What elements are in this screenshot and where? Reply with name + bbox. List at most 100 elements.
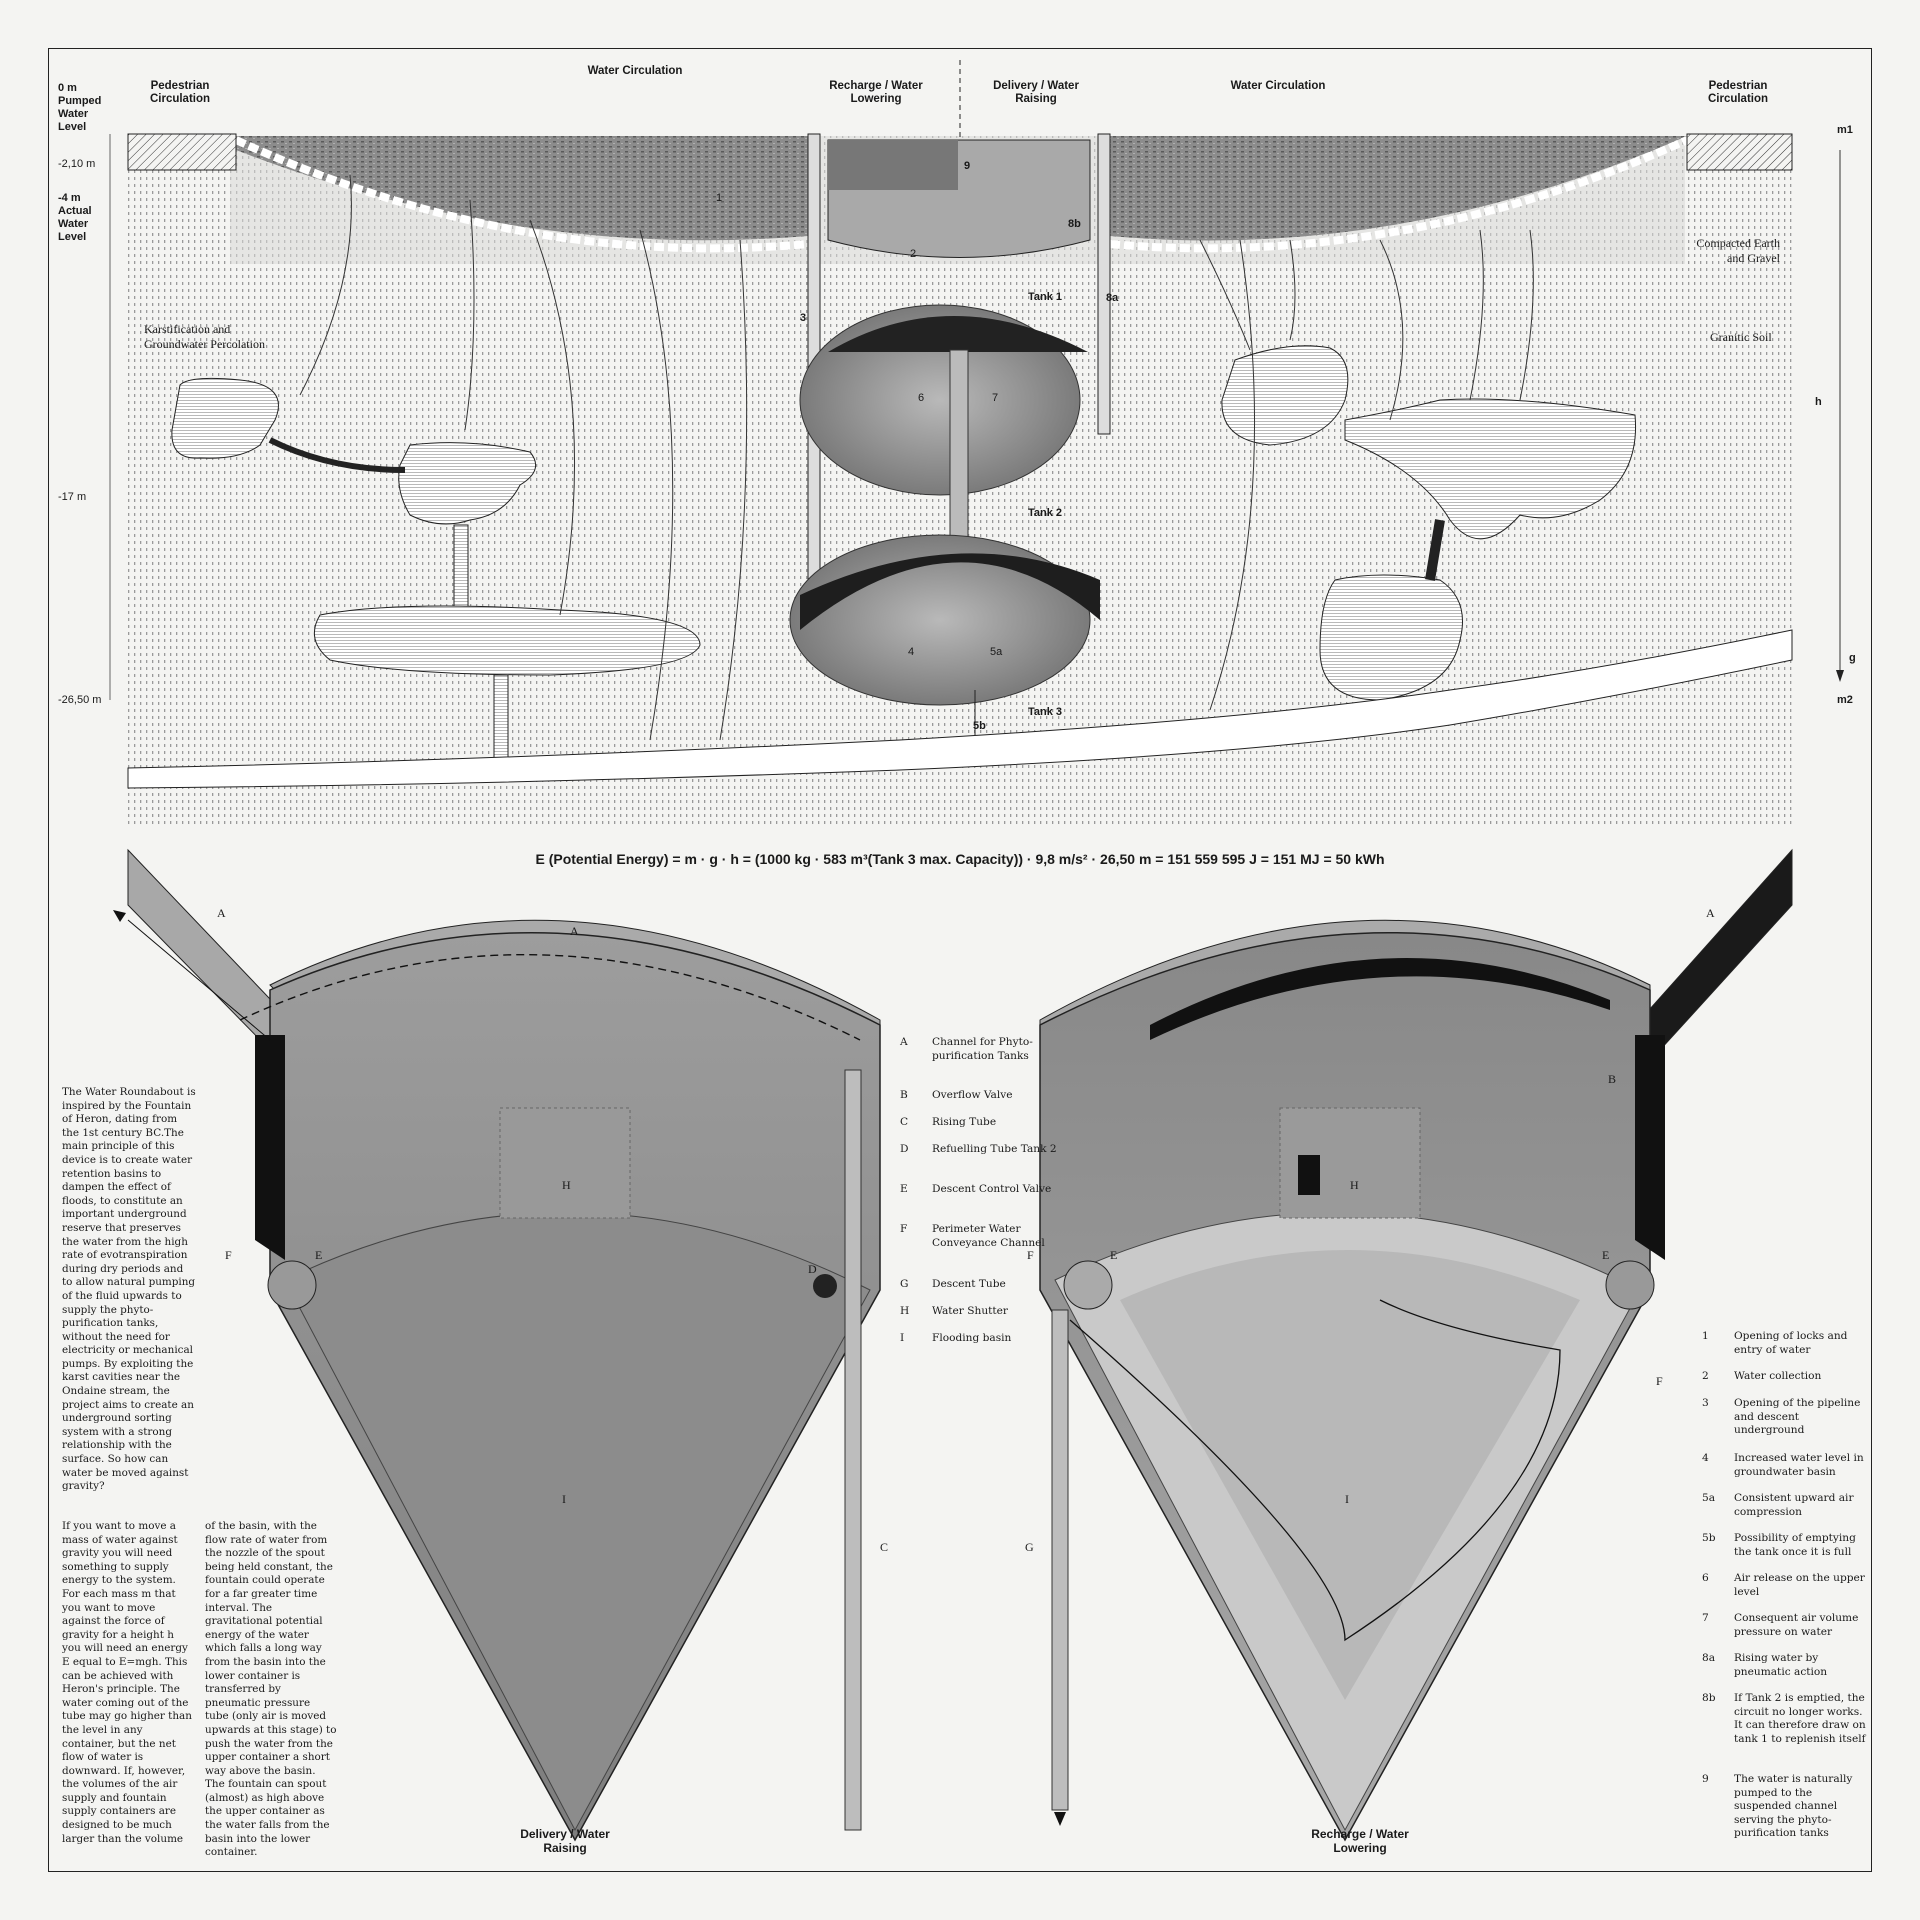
legend-key: C (900, 1116, 909, 1128)
num-4: 4 (908, 646, 915, 658)
tank-1-label: Tank 1 (1028, 291, 1063, 303)
header-recharge: Recharge / Water Lowering (829, 80, 923, 105)
soil-granitic: Granitic Soil (1710, 330, 1772, 344)
left-label-f: F (225, 1248, 232, 1262)
central-shaft-right-wall (1097, 133, 1111, 435)
legend-key: E (900, 1183, 908, 1195)
right-tank-wall (1635, 1035, 1665, 1260)
level-minus-26-50: -26,50 m (58, 694, 102, 706)
soil-compacted: Compacted Earth and Gravel (1696, 236, 1780, 265)
right-label-f1: F (1027, 1248, 1034, 1262)
right-label-b: B (1608, 1072, 1617, 1086)
cavity-right-3 (1319, 574, 1463, 701)
connector-right-1 (1425, 519, 1445, 581)
num-8b: 8b (1068, 218, 1081, 230)
legend-value: Channel for Phyto-purification Tanks (932, 1036, 1033, 1062)
percolation-lines (299, 174, 1534, 741)
legend-value: Descent Tube (932, 1278, 1006, 1290)
legend-value: The water is naturally pumped to the sus… (1734, 1773, 1853, 1839)
legend-key: 8a (1702, 1652, 1716, 1664)
left-tank-wall (255, 1035, 285, 1260)
header-water-left: Water Circulation (587, 65, 683, 77)
right-valve-e1 (1063, 1260, 1113, 1310)
cavity-left-3 (313, 605, 701, 676)
num-5b: 5b (973, 720, 986, 732)
level-minus-17: -17 m (58, 491, 87, 503)
tank-2-dark-top (828, 316, 1088, 352)
legend-key: 2 (1702, 1370, 1709, 1382)
right-label-a: A (1706, 906, 1715, 920)
soil-karst: Karstification and Groundwater Percolati… (144, 322, 265, 351)
gravity-arrow-head (1836, 670, 1844, 682)
num-7: 7 (992, 392, 999, 404)
mark-m1: m1 (1837, 124, 1853, 136)
legend-key: 8b (1702, 1692, 1716, 1704)
left-label-e: E (315, 1248, 323, 1262)
underground-stream (127, 629, 1793, 789)
left-label-a2: A (570, 924, 579, 938)
right-descent-arrow (1054, 1812, 1066, 1826)
legend-value: Water Shutter (932, 1305, 1008, 1317)
mark-g: g (1849, 652, 1856, 664)
pebble-line-left (234, 136, 809, 253)
legend-value: Water collection (1734, 1370, 1822, 1382)
cavity-left-2 (398, 442, 537, 525)
mark-h: h (1815, 396, 1822, 408)
legend-letters: A Channel for Phyto-purification Tanks B O… (900, 1036, 1070, 1356)
right-channel-a (1639, 848, 1793, 1051)
num-3: 3 (800, 312, 807, 324)
formula-text: E (Potential Energy) = m · g · h = (1000… (535, 851, 1273, 867)
right-tank (1039, 848, 1793, 1842)
footer-right: Recharge / Water Lowering (1311, 1827, 1409, 1855)
left-tank (113, 848, 881, 1842)
left-label-d: D (808, 1262, 817, 1276)
legend-value: If Tank 2 is emptied, the circuit no lon… (1734, 1692, 1866, 1745)
footer-left: Delivery / Water Raising (520, 1827, 610, 1855)
right-descent-tube-g (1051, 1309, 1069, 1811)
tank-3-dark-top (800, 553, 1100, 630)
right-dark-crescent (1150, 958, 1610, 1040)
header-water-right: Water Circulation (1230, 80, 1326, 92)
left-valve-d (813, 1274, 837, 1298)
left-rising-tube-c (844, 1069, 862, 1831)
legend-value: Perimeter Water Conveyance Channel (932, 1223, 1045, 1249)
legend-key: G (900, 1278, 909, 1290)
legend-value: Opening of the pipeline and descent unde… (1734, 1397, 1861, 1436)
right-label-e2: E (1602, 1248, 1610, 1262)
pedestrian-slab-left (127, 133, 237, 171)
left-label-c: C (880, 1540, 889, 1554)
header-pedestrian-right: Pedestrian Circulation (1707, 80, 1769, 105)
right-label-h: H (1350, 1178, 1359, 1192)
shaft-left-1 (453, 524, 469, 616)
legend-key: 3 (1702, 1397, 1709, 1409)
right-label-e1: E (1110, 1248, 1118, 1262)
legend-key: A (900, 1036, 908, 1048)
left-tank-cone (284, 1212, 871, 1832)
legend-key: B (900, 1089, 908, 1101)
connector-left-1 (268, 437, 406, 473)
legend-key: H (900, 1305, 910, 1317)
legend-value: Possibility of emptying the tank once it… (1734, 1532, 1856, 1558)
legend-key: D (900, 1143, 909, 1155)
num-2: 2 (910, 248, 917, 260)
legend-key: 5b (1702, 1532, 1716, 1544)
legend-value: Overflow Valve (932, 1089, 1013, 1101)
legend-value: Rising Tube (932, 1116, 997, 1128)
body-paragraph-1: If you want to move a mass of water agai… (62, 1520, 192, 1845)
level-pumped: 0 m Pumped Water Level (58, 82, 102, 133)
num-5a: 5a (990, 646, 1003, 658)
legend-value: Flooding basin (932, 1332, 1012, 1344)
right-valve-e2 (1605, 1260, 1655, 1310)
right-label-f2: F (1656, 1374, 1663, 1388)
section-diagram (109, 60, 1844, 826)
body-paragraph-2: of the basin, with the flow rate of wate… (205, 1520, 337, 1859)
tank-2 (799, 304, 1081, 496)
tank-3-label: Tank 3 (1028, 706, 1063, 718)
legend-key: 6 (1702, 1572, 1709, 1584)
legend-key: 9 (1702, 1773, 1709, 1785)
legend-value: Consistent upward air compression (1734, 1492, 1854, 1518)
pebble-line-right (1109, 136, 1689, 253)
outer-frame (48, 48, 1872, 1872)
num-6: 6 (918, 392, 925, 404)
legend-value: Increased water level in groundwater bas… (1734, 1452, 1864, 1478)
